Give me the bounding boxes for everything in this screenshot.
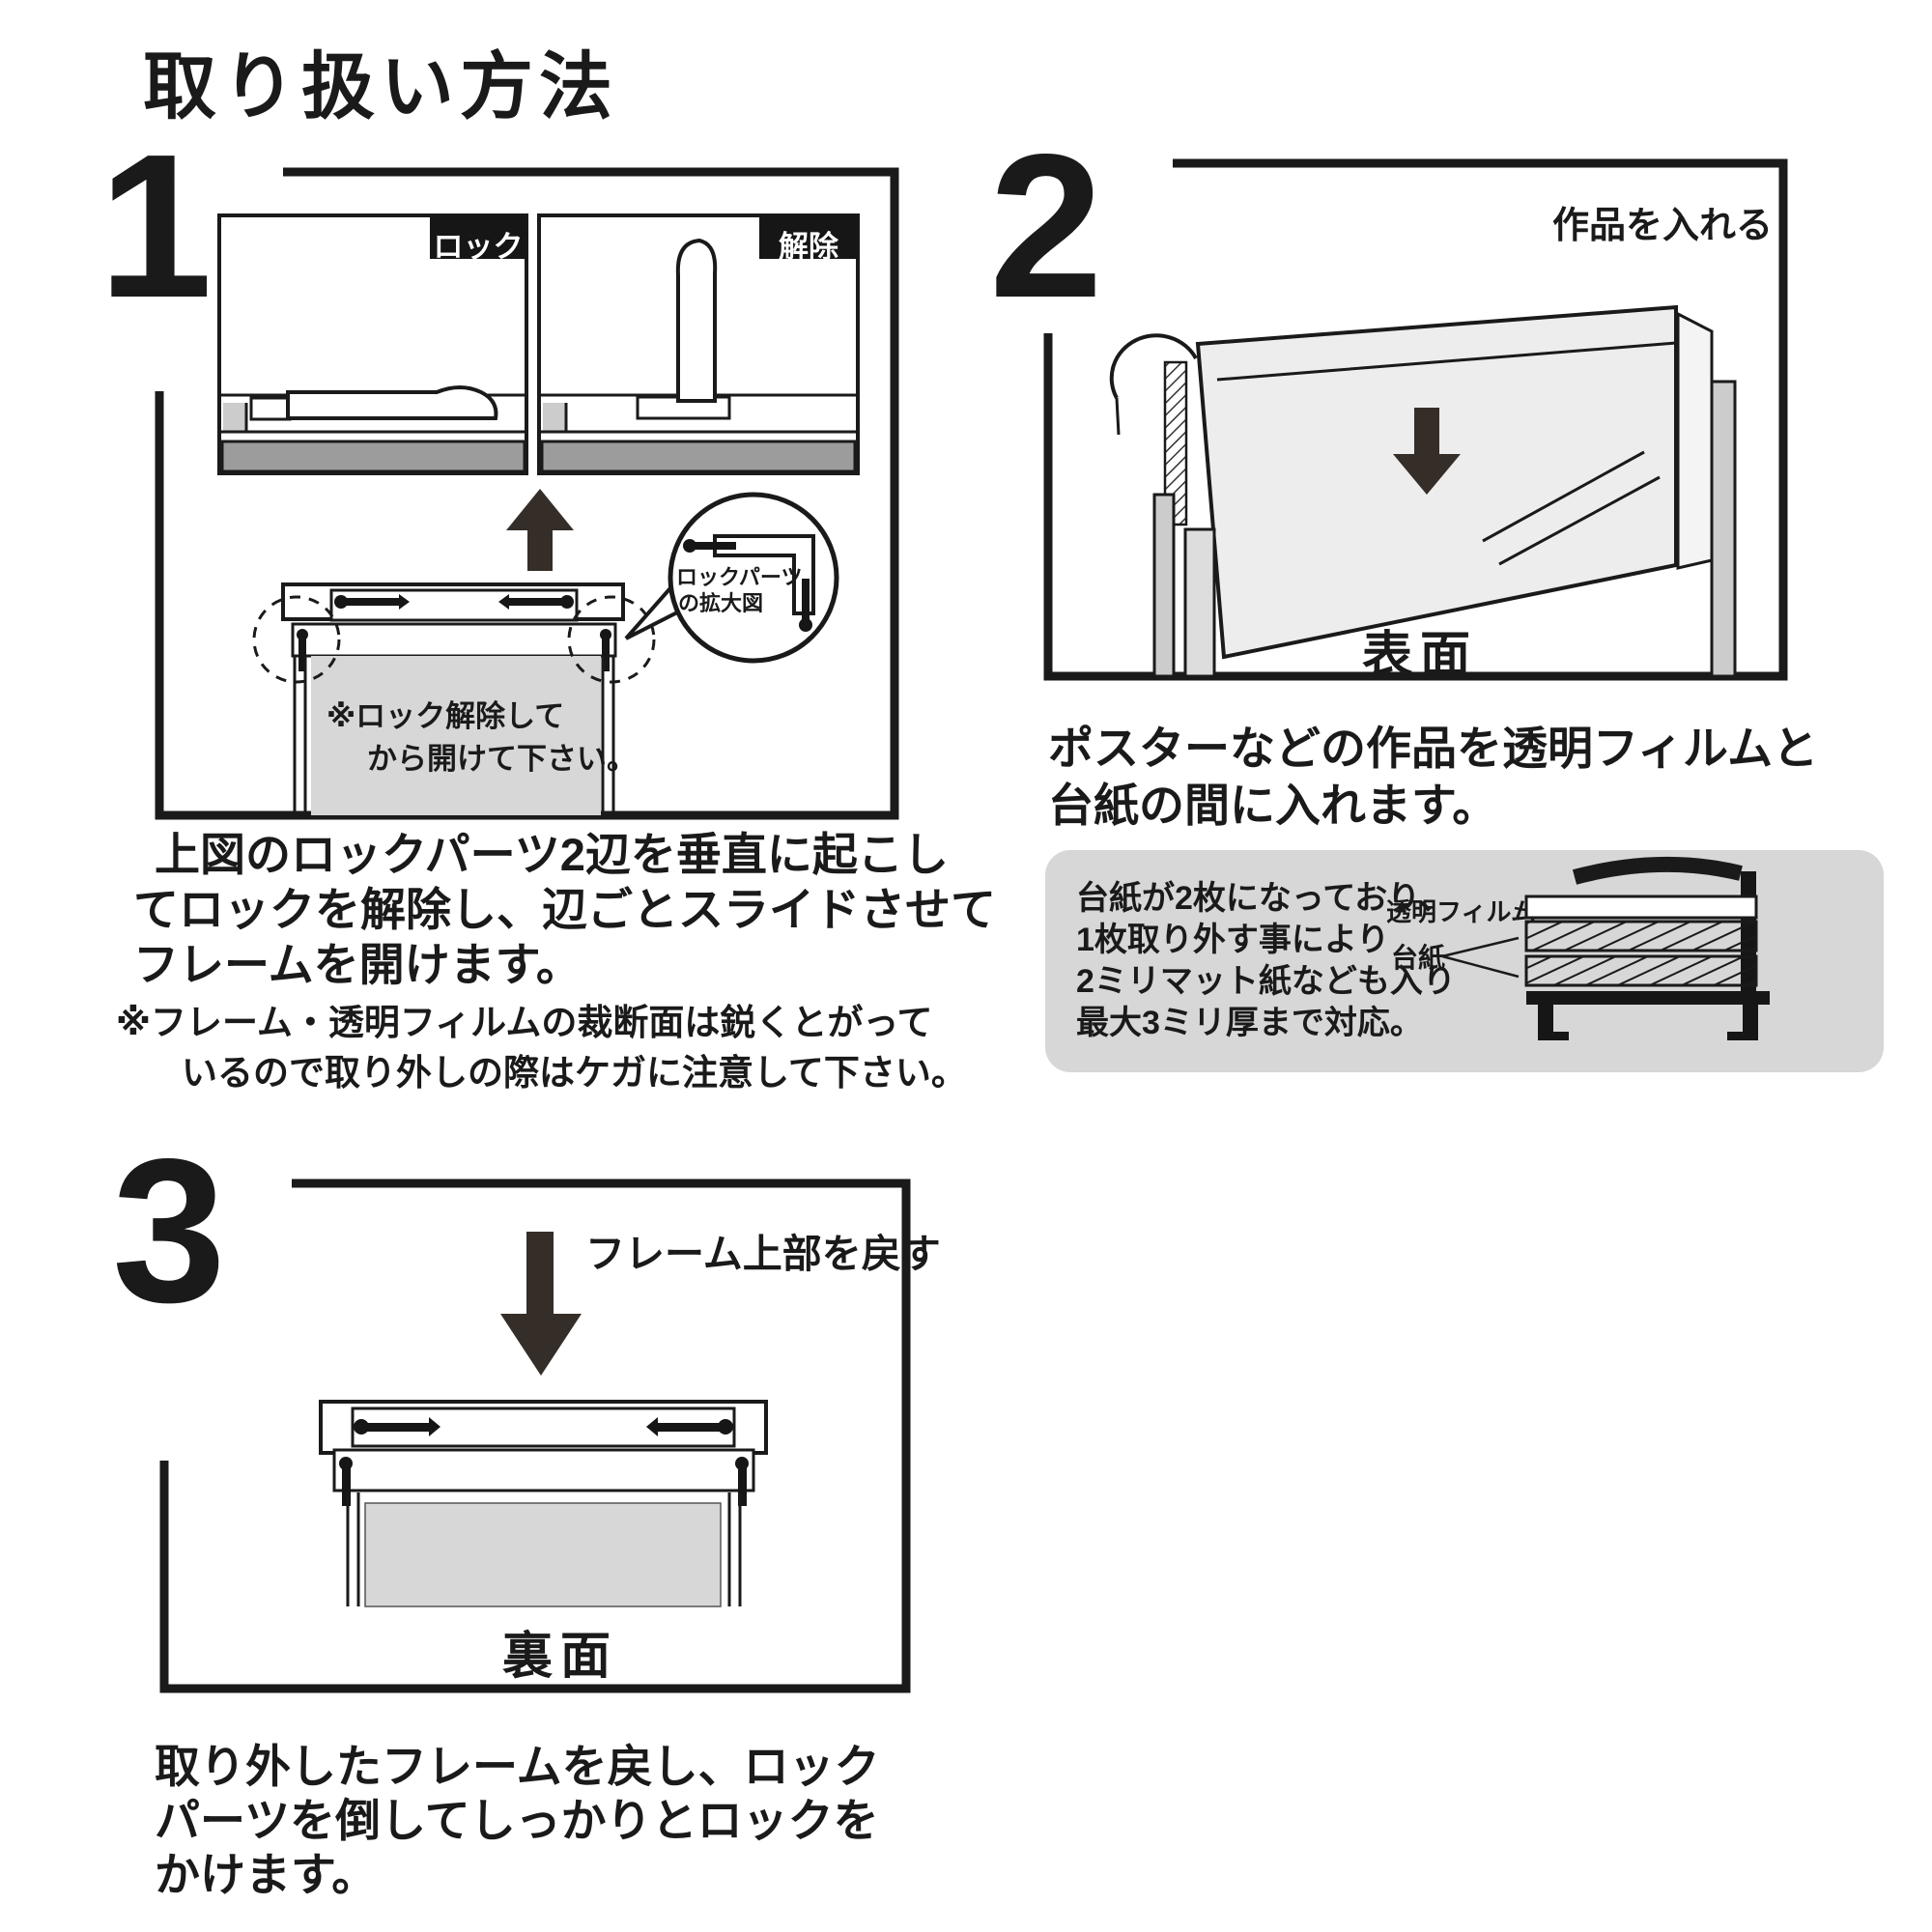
insert-artwork-diagram — [1109, 304, 1737, 678]
step-1-caution-line1: ※フレーム・透明フィルムの裁断面は鋭くとがって — [116, 1003, 933, 1042]
step-2-number: 2 — [989, 111, 1103, 340]
lock-position-circle-left — [252, 595, 341, 684]
release-state-label: 解除 — [779, 230, 838, 264]
frame-top-diagram — [252, 582, 656, 815]
frame-note-line1: ※ロック解除して — [327, 699, 565, 733]
film-layer — [1524, 895, 1758, 920]
page-title: 取り扱い方法 — [143, 46, 618, 128]
lock-parts-callout — [624, 492, 839, 664]
board-layer-2 — [1524, 954, 1758, 987]
frame-cap — [1572, 856, 1743, 885]
front-side-label: 表面 — [1361, 628, 1478, 684]
back-side-label: 裏面 — [501, 1629, 618, 1685]
film-layer-label: 透明フィルム — [1386, 897, 1536, 926]
board-layer-label: 台紙 — [1391, 943, 1446, 973]
lock-label-bg — [430, 215, 526, 259]
step-1-border — [155, 167, 899, 820]
right-post — [1710, 380, 1737, 678]
frame-back-diagram — [319, 1400, 768, 1607]
shine-line-1 — [1482, 450, 1645, 543]
step-2-diagram — [1043, 158, 1788, 681]
step-1-body-line1: 上図のロックパーツ2辺を垂直に起こし — [155, 829, 949, 880]
release-label-bg — [759, 215, 858, 259]
step-1-number: 1 — [99, 111, 213, 340]
step-3-number: 3 — [112, 1116, 226, 1345]
down-arrow-icon — [1393, 408, 1461, 495]
step-1-body-line3: フレームを開けます。 — [133, 939, 582, 990]
step-3-body-line2: パーツを倒してしっかりとロックを — [155, 1795, 879, 1846]
lock-part-flat — [286, 385, 498, 420]
release-panel — [537, 213, 860, 475]
cross-section-diagram — [1441, 856, 1770, 1040]
lock-hinge — [249, 396, 292, 421]
up-arrow-icon — [506, 489, 574, 571]
board-pointer-bracket — [1441, 936, 1520, 979]
insert-artwork-label: 作品を入れる — [1551, 206, 1773, 246]
step-2-body-line1: ポスターなどの作品を透明フィルムと — [1048, 723, 1819, 774]
step-2-border — [1043, 158, 1788, 681]
info-line2: 1枚取り外す事により — [1076, 922, 1390, 958]
lock-position-circle-right — [567, 595, 656, 684]
lock-state-label: ロック — [433, 230, 524, 264]
board-layer-1 — [1524, 920, 1758, 952]
step-3-body-line3: かけます。 — [155, 1849, 378, 1900]
corner-bracket — [713, 534, 815, 615]
info-line1: 台紙が2枚になっており、 — [1076, 880, 1452, 917]
lock-part-upright — [675, 238, 718, 403]
info-line3: 2ミリマット紙なども入り — [1076, 963, 1456, 1000]
step-3-border — [159, 1179, 911, 1693]
frame-rail-hatched — [1163, 360, 1188, 526]
step-2-body-line2: 台紙の間に入れます。 — [1048, 780, 1498, 831]
film-curl — [1109, 333, 1198, 399]
step-3-diagram — [159, 1179, 911, 1693]
shine-line-2 — [1498, 475, 1661, 566]
layer-stack — [1524, 856, 1770, 1040]
callout-text-line2: の拡大図 — [678, 591, 764, 615]
info-line4: 最大3ミリ厚まで対応。 — [1076, 1005, 1423, 1041]
callout-text-line1: ロックパーツ — [676, 565, 803, 589]
frame-note-line2: から開けて下さい。 — [367, 742, 637, 776]
return-frame-label: フレーム上部を戻す — [585, 1232, 941, 1276]
step-1-caution-line2: いるので取り外しの際はケガに注意して下さい。 — [182, 1053, 967, 1093]
left-post-b — [1183, 527, 1216, 678]
step-1-body-line2: てロックを解除し、辺ごとスライドさせて — [133, 884, 996, 935]
left-post-a — [1152, 493, 1176, 678]
down-arrow-icon — [500, 1232, 582, 1376]
step-1-diagram — [155, 167, 899, 820]
lock-panel — [217, 213, 528, 475]
backing-board-edge — [1676, 311, 1714, 570]
step-3-body-line1: 取り外したフレームを戻し、ロック — [155, 1741, 880, 1792]
